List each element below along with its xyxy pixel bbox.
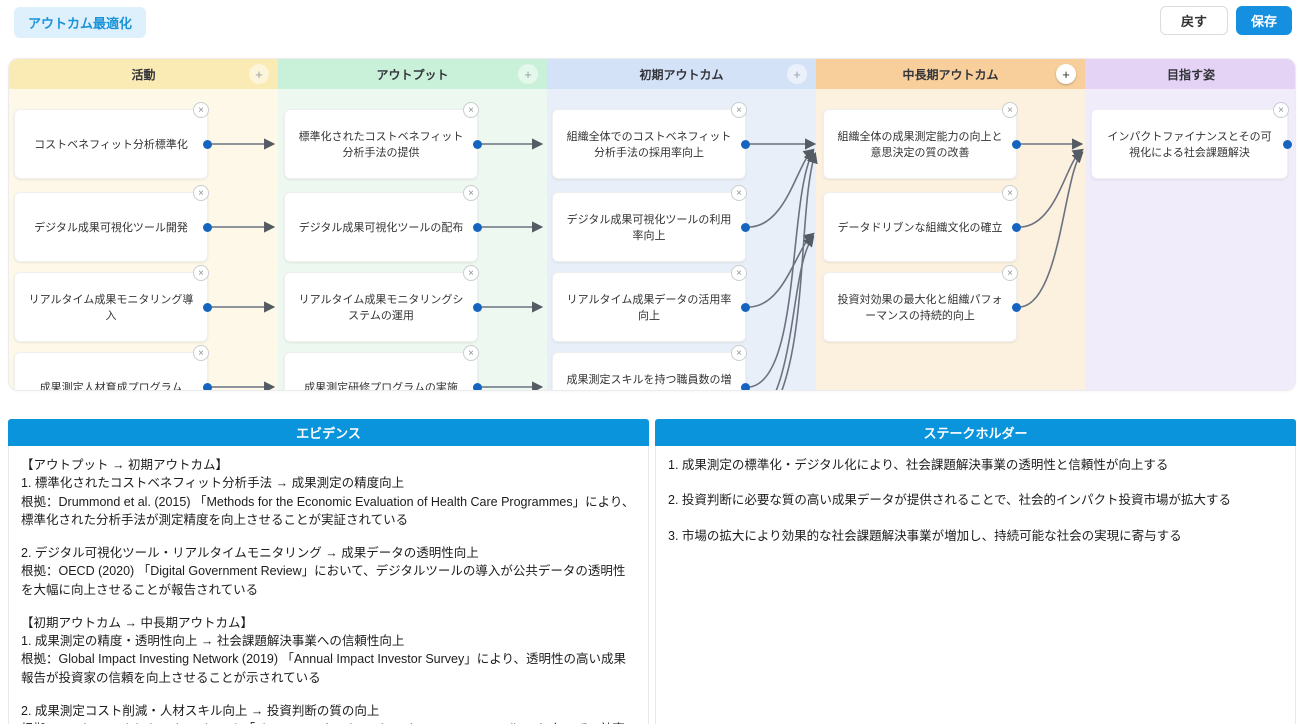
column-header-label: 初期アウトカム [639, 67, 724, 82]
column-header-output: アウトプット + [278, 59, 547, 89]
card-text: デジタル成果可視化ツール開発 [34, 222, 188, 234]
close-icon[interactable]: × [731, 265, 747, 281]
card-output-1[interactable]: 標準化されたコストベネフィット分析手法の提供 × [284, 102, 482, 179]
connector-dot[interactable] [203, 139, 212, 149]
card-text: 組織全体の成果測定能力の向上と意思決定の質の改善 [837, 131, 1003, 159]
connector-dot[interactable] [473, 382, 482, 390]
close-icon[interactable]: × [193, 102, 209, 118]
close-icon[interactable]: × [1002, 102, 1018, 118]
connector-dot[interactable] [741, 139, 750, 149]
close-icon[interactable]: × [731, 185, 747, 201]
evidence-body: 【アウトプット → 初期アウトカム】 1. 標準化されたコストベネフィット分析手… [8, 446, 649, 724]
connector-dot[interactable] [473, 302, 482, 312]
close-icon[interactable]: × [463, 102, 479, 118]
close-icon[interactable]: × [463, 185, 479, 201]
close-icon[interactable]: × [731, 102, 747, 118]
card-text: 標準化されたコストベネフィット分析手法の提供 [298, 131, 464, 159]
card-goal-1[interactable]: インパクトファイナンスとその可視化による社会課題解決 × [1091, 102, 1292, 179]
connector-dot[interactable] [203, 382, 212, 390]
card-text: デジタル成果可視化ツールの配布 [298, 222, 464, 234]
card-output-4[interactable]: 成果測定研修プログラムの実施 × [284, 345, 482, 391]
column-header-label: 活動 [131, 67, 156, 82]
connector-dot[interactable] [473, 222, 482, 232]
undo-button[interactable]: 戻す [1160, 6, 1228, 35]
close-icon[interactable]: × [731, 345, 747, 361]
card-activity-2[interactable]: デジタル成果可視化ツール開発 × [14, 185, 212, 262]
card-activity-3[interactable]: リアルタイム成果モニタリング導入 × [14, 265, 212, 342]
connector-dot[interactable] [473, 139, 482, 149]
column-header-label: アウトプット [376, 67, 449, 82]
stakeholder-item: 3. 市場の拡大により効果的な社会課題解決事業が増加し、持続可能な社会の実現に寄… [668, 528, 1182, 543]
stakeholders-body: 1. 成果測定の標準化・デジタル化により、社会課題解決事業の透明性と信頼性が向上… [655, 446, 1296, 724]
close-icon[interactable]: × [193, 345, 209, 361]
column-header-label: 目指す姿 [1166, 67, 1215, 82]
card-midlong-outcome-2[interactable]: データドリブンな組織文化の確立 × [823, 185, 1021, 262]
connector-dot[interactable] [1283, 139, 1292, 149]
add-card-icon[interactable]: + [1056, 64, 1076, 84]
card-midlong-outcome-3[interactable]: 投資対効果の最大化と組織パフォーマンスの持続的向上 × [823, 265, 1021, 342]
card-text: リアルタイム成果データの活用率向上 [566, 294, 732, 322]
add-card-icon[interactable]: + [249, 64, 269, 84]
connector-dot[interactable] [203, 302, 212, 312]
card-output-2[interactable]: デジタル成果可視化ツールの配布 × [284, 185, 482, 262]
add-card-icon[interactable]: + [518, 64, 538, 84]
add-card-icon[interactable]: + [787, 64, 807, 84]
connector-dot[interactable] [741, 382, 750, 390]
column-header-initial-outcome: 初期アウトカム + [547, 59, 816, 89]
close-icon[interactable]: × [193, 265, 209, 281]
column-header-activity: 活動 + [9, 59, 278, 89]
card-text: コストベネフィット分析標準化 [34, 139, 188, 151]
evidence-panel: エビデンス 【アウトプット → 初期アウトカム】 1. 標準化されたコストベネフ… [8, 419, 649, 724]
stakeholder-item: 1. 成果測定の標準化・デジタル化により、社会課題解決事業の透明性と信頼性が向上… [668, 458, 1169, 472]
card-text: リアルタイム成果モニタリングシステムの運用 [298, 294, 464, 322]
evidence-paragraph: 2. デジタル可視化ツール・リアルタイムモニタリング → 成果データの透明性向上… [21, 546, 626, 597]
card-text: デジタル成果可視化ツールの利用率向上 [566, 214, 732, 242]
card-initial-outcome-1[interactable]: 組織全体でのコストベネフィット分析手法の採用率向上 × [552, 102, 750, 179]
page-title-chip[interactable]: アウトカム最適化 [14, 7, 147, 38]
card-text: インパクトファイナンスとその可視化による社会課題解決 [1107, 131, 1272, 159]
card-text: 成果測定スキルを持つ職員数の増加 [566, 374, 732, 386]
card-text: 組織全体でのコストベネフィット分析手法の採用率向上 [566, 131, 732, 159]
card-initial-outcome-2[interactable]: デジタル成果可視化ツールの利用率向上 × [552, 185, 750, 262]
close-icon[interactable]: × [1273, 102, 1289, 118]
card-text: 投資対効果の最大化と組織パフォーマンスの持続的向上 [837, 294, 1003, 322]
card-text: 成果測定人材育成プログラム [39, 382, 183, 391]
save-button[interactable]: 保存 [1236, 6, 1292, 35]
card-initial-outcome-3[interactable]: リアルタイム成果データの活用率向上 × [552, 265, 750, 342]
column-header-midlong-outcome: 中長期アウトカム + [816, 59, 1085, 89]
card-text: リアルタイム成果モニタリング導入 [28, 294, 194, 322]
evidence-paragraph: 【初期アウトカム → 中長期アウトカム】 1. 成果測定の精度・透明性向上 → … [21, 615, 626, 685]
evidence-paragraph: 【アウトプット → 初期アウトカム】 1. 標準化されたコストベネフィット分析手… [21, 458, 635, 527]
connector-dot[interactable] [1012, 222, 1021, 232]
connector-dot[interactable] [1012, 139, 1021, 149]
close-icon[interactable]: × [1002, 185, 1018, 201]
column-header-goal: 目指す姿 [1085, 59, 1295, 89]
card-initial-outcome-4[interactable]: 成果測定スキルを持つ職員数の増加 × [552, 345, 750, 390]
card-text: データドリブンな組織文化の確立 [837, 222, 1003, 234]
stakeholders-panel: ステークホルダー 1. 成果測定の標準化・デジタル化により、社会課題解決事業の透… [655, 419, 1296, 724]
card-activity-1[interactable]: コストベネフィット分析標準化 × [14, 102, 212, 179]
card-activity-4[interactable]: 成果測定人材育成プログラム × [14, 345, 212, 391]
stakeholder-item: 2. 投資判断に必要な質の高い成果データが提供されることで、社会的インパクト投資… [668, 493, 1232, 508]
card-output-3[interactable]: リアルタイム成果モニタリングシステムの運用 × [284, 265, 482, 342]
connector-dot[interactable] [741, 222, 750, 232]
close-icon[interactable]: × [193, 185, 209, 201]
connector-dot[interactable] [203, 222, 212, 232]
card-midlong-outcome-1[interactable]: 組織全体の成果測定能力の向上と意思決定の質の改善 × [823, 102, 1021, 179]
connector-dot[interactable] [741, 302, 750, 312]
close-icon[interactable]: × [1002, 265, 1018, 281]
close-icon[interactable]: × [463, 345, 479, 361]
evidence-paragraph: 2. 成果測定コスト削減・人材スキル向上 → 投資判断の質の向上 根拠：McKi… [21, 703, 625, 724]
logic-model-canvas: 活動 + アウトプット + 初期アウトカム + 中長期アウトカム + 目指す姿 [8, 58, 1296, 391]
card-text: 成果測定研修プログラムの実施 [304, 382, 458, 391]
evidence-header: エビデンス [8, 419, 649, 446]
column-header-label: 中長期アウトカム [902, 67, 999, 82]
connector-dot[interactable] [1012, 302, 1021, 312]
close-icon[interactable]: × [463, 265, 479, 281]
stakeholders-header: ステークホルダー [655, 419, 1296, 446]
